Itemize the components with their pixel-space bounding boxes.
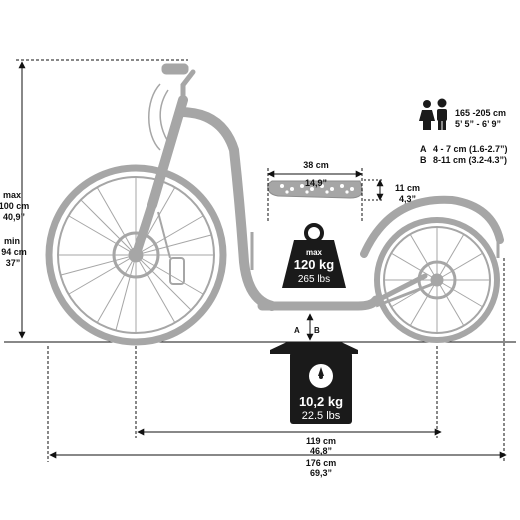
dimension-lines [16,59,507,462]
ground-mark-a: A [294,326,300,335]
scale-icon [270,342,358,424]
overall-length-cm: 176 cm [305,458,337,468]
ground-mark-b: B [314,326,320,335]
load-lbs: 265 lbs [297,274,331,285]
height-min-in: 37” [5,258,21,268]
rider-icon [419,98,447,130]
load-max-label: max [305,248,323,257]
rider-height-ft: 5’ 5” - 6’ 9” [455,119,502,129]
scooter-weight-lbs: 22.5 lbs [301,410,341,422]
clearance-a-value: 4 - 7 cm (1.6-2.7”) [433,144,508,154]
wheelbase-in: 46,8” [309,446,333,456]
load-kg: 120 kg [293,257,335,272]
rider-height-cm: 165 -205 cm [455,108,507,118]
kick-scooter-illustration [45,63,504,346]
clearance-b-letter: B [420,155,427,165]
overall-length-in: 69,3” [309,468,333,478]
height-max-in: 40,9” [2,212,26,222]
weight-icon [282,223,346,288]
height-min-label: min [3,236,21,246]
front-fork [132,200,157,257]
deck-width-cm: 11 cm [395,183,421,193]
clearance-b-value: 8-11 cm (3.2-4.3”) [433,155,508,165]
height-max-label: max [2,190,22,200]
height-min-cm: 94 cm [1,247,27,257]
front-wheel [45,164,227,346]
rear-fender [360,195,504,258]
handlebar [147,63,196,210]
deck-length-cm: 38 cm [303,160,329,170]
deck-width-in: 4,3” [399,194,417,204]
wheelbase-cm: 119 cm [305,436,337,446]
clearance-a-letter: A [420,144,427,154]
frame-downtube [175,107,277,311]
deck-length-in: 14,9” [304,178,328,188]
scooter-weight-kg: 10,2 kg [298,394,344,409]
rear-wheel [374,217,500,343]
deck-platform [257,295,381,311]
height-max-cm: 100 cm [0,201,30,211]
